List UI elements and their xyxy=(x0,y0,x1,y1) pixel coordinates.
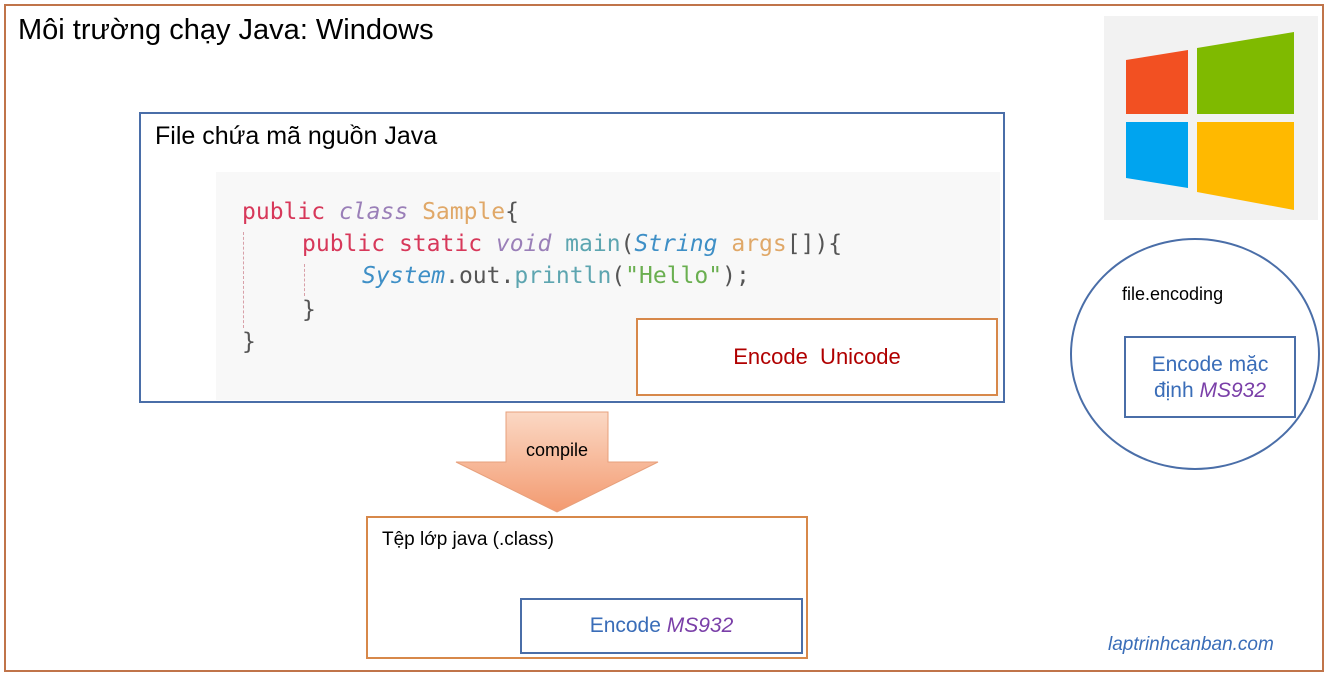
code-token: ( xyxy=(620,231,635,257)
source-file-title: File chứa mã nguồn Java xyxy=(155,122,438,150)
encode-value: MS932 xyxy=(666,614,734,637)
down-arrow-icon xyxy=(455,411,659,513)
encode-prefix: Encode xyxy=(589,614,667,637)
code-token: static xyxy=(398,231,483,257)
windows-logo-icon xyxy=(1126,32,1294,210)
code-token: { xyxy=(505,199,520,225)
code-token: public xyxy=(242,199,326,225)
code-token: . xyxy=(500,263,515,289)
environment-circle xyxy=(1070,238,1320,470)
default-encoding-line1: Encode mặc xyxy=(1151,353,1269,376)
code-token: ); xyxy=(722,263,750,289)
class-file-title: Tệp lớp java (.class) xyxy=(382,529,554,550)
code-line-1: public class Sample{ xyxy=(242,196,519,228)
code-token: String xyxy=(634,231,718,257)
code-token: println xyxy=(514,263,612,289)
compile-label: compile xyxy=(525,440,589,460)
code-line-4: } xyxy=(302,297,316,323)
code-token: ( xyxy=(611,263,626,289)
encode-unicode-label: Encode Unicode xyxy=(733,344,901,369)
code-token: . xyxy=(445,263,459,289)
encode-ms932-box: Encode MS932 xyxy=(520,598,803,654)
code-token: out xyxy=(458,263,501,289)
code-line-2: public static void main(String args[]){ xyxy=(302,228,842,260)
encode-unicode-box: Encode Unicode xyxy=(636,318,998,396)
code-line-3: System.out.println("Hello"); xyxy=(362,260,750,292)
code-token: void xyxy=(495,231,552,257)
default-encoding-prefix: định xyxy=(1153,379,1200,402)
footer-site: laptrinhcanban.com xyxy=(1108,634,1274,655)
indent-guide xyxy=(243,232,244,328)
code-token: []){ xyxy=(786,231,843,257)
outer-frame xyxy=(4,4,1324,672)
code-token: "Hello" xyxy=(625,263,723,289)
code-token: System xyxy=(362,263,446,289)
default-encoding-box: Encode mặc định MS932 xyxy=(1124,336,1296,418)
code-token: public xyxy=(302,231,386,257)
code-token: main xyxy=(565,231,621,257)
file-encoding-label: file.encoding xyxy=(1122,284,1224,304)
page-title: Môi trường chạy Java: Windows xyxy=(18,14,434,46)
code-token: Sample xyxy=(422,199,506,225)
code-line-5: } xyxy=(242,329,256,355)
indent-guide xyxy=(304,264,305,296)
code-token: args xyxy=(731,231,787,257)
default-encoding-value: MS932 xyxy=(1199,379,1267,402)
default-encoding-line2: định MS932 xyxy=(1126,378,1294,404)
code-token: class xyxy=(338,199,409,225)
